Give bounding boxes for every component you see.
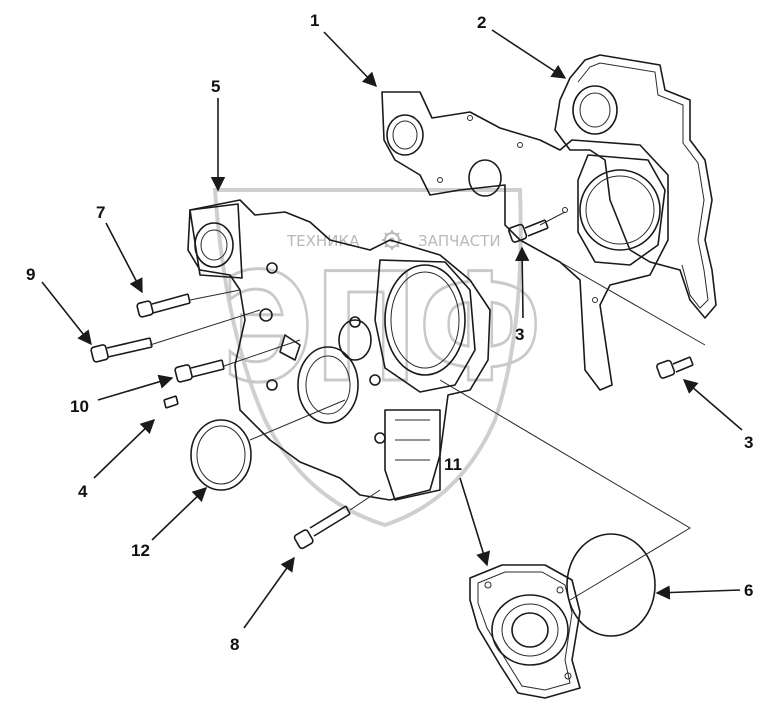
watermark: ЭПФ ТЕХНИКА ЗАПЧАСТИ — [212, 188, 544, 528]
part-bolt-7 — [136, 293, 191, 318]
callouts: 1 2 3 3 4 5 6 7 8 9 10 11 12 — [26, 11, 753, 654]
assembly-lines — [149, 211, 706, 601]
callout-3a: 3 — [515, 325, 524, 344]
callout-6: 6 — [744, 581, 753, 600]
watermark-left-text: ТЕХНИКА — [286, 232, 360, 250]
part-front-cover-plate — [381, 91, 669, 391]
leader-arrows — [41, 29, 743, 629]
part-gasket — [554, 54, 717, 319]
callout-11: 11 — [444, 455, 462, 474]
part-bolt-8 — [293, 505, 351, 550]
watermark-shield — [212, 188, 523, 528]
callout-2: 2 — [477, 13, 486, 32]
part-o-ring — [566, 533, 656, 637]
part-bolt-9 — [90, 337, 153, 363]
part-seal-carrier — [469, 564, 581, 699]
callout-7: 7 — [96, 203, 105, 222]
part-gear-housing — [187, 199, 491, 501]
part-dowel-pin-4 — [163, 395, 179, 409]
watermark-right-text: ЗАПЧАСТИ — [418, 232, 501, 250]
callout-12: 12 — [131, 541, 150, 560]
callout-9: 9 — [26, 265, 35, 284]
part-bolt-3-lower — [656, 356, 694, 379]
callout-1: 1 — [310, 11, 319, 30]
callout-10: 10 — [70, 397, 89, 416]
part-seal-ring — [190, 419, 252, 491]
callout-5: 5 — [211, 77, 220, 96]
callout-3b: 3 — [744, 433, 753, 452]
part-bolt-3-upper — [508, 219, 549, 243]
part-bolt-10 — [174, 359, 225, 383]
callout-4: 4 — [78, 482, 88, 501]
callout-8: 8 — [230, 635, 239, 654]
gear-icon — [382, 230, 402, 250]
